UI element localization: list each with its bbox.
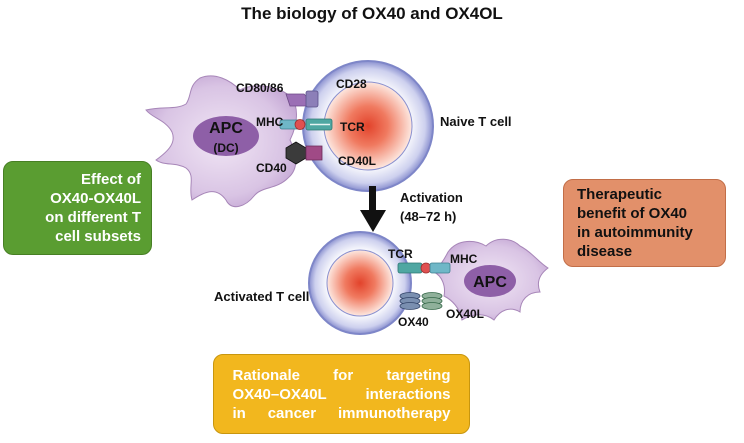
rationale-box: Rationale for targeting OX40–OX40L inter… — [213, 354, 470, 434]
cd40l-receptor-shape — [305, 145, 323, 161]
mhc-receptor-shape-bottom — [429, 262, 451, 274]
activated-t-cell-nucleus — [326, 249, 394, 317]
cd80-86-label: CD80/86 — [236, 81, 284, 95]
apc-top-nucleus — [193, 116, 259, 156]
bottom-synapse-molecules — [397, 262, 451, 310]
therapeutic-line-2: benefit of OX40 — [577, 205, 688, 222]
effect-line-2: OX40-OX40L — [50, 190, 141, 207]
therapeutic-line-4: disease — [577, 243, 633, 260]
activated-t-cell — [308, 231, 412, 335]
apc-top-label: APC — [209, 120, 243, 137]
effect-line-1: Effect of — [81, 171, 141, 188]
top-synapse-molecules — [279, 90, 333, 165]
effect-box: Effect of OX40-OX40L on different T cell… — [3, 161, 152, 255]
tcr-label-top: TCR — [340, 120, 365, 134]
apc-top: APC (DC) — [145, 75, 297, 208]
rationale-line-3: in cancer immunotherapy — [232, 404, 451, 422]
rationale-line-1: Rationale for targeting — [232, 366, 451, 384]
cd40l-label: CD40L — [338, 154, 376, 168]
activation-duration-label: (48–72 h) — [400, 209, 456, 224]
naive-t-cell — [302, 60, 434, 192]
rationale-line-2: OX40–OX40L interactions — [232, 385, 451, 403]
apc-bottom-nucleus — [464, 265, 516, 297]
naive-t-cell-label: Naive T cell — [440, 114, 512, 129]
therapeutic-line-3: in autoimmunity — [577, 224, 693, 241]
antigen-peptide-shape-bottom — [420, 262, 432, 274]
therapeutic-box: Therapeutic benefit of OX40 in autoimmun… — [563, 179, 726, 267]
activation-label: Activation — [400, 190, 463, 205]
cd28-label: CD28 — [336, 77, 367, 91]
antigen-peptide-shape — [294, 119, 306, 130]
cd40-label: CD40 — [256, 161, 287, 175]
therapeutic-line-1: Therapeutic — [577, 186, 663, 203]
apc-bottom-label: APC — [473, 274, 507, 291]
tcr-receptor-shape-bottom — [397, 262, 423, 274]
ox40-label: OX40 — [398, 315, 429, 329]
apc-bottom: APC — [433, 238, 549, 321]
effect-line-3: on different T — [45, 209, 141, 226]
ox40-ox40l-complex — [399, 292, 443, 310]
mhc-label-top: MHC — [256, 115, 284, 129]
tcr-label-bottom: TCR — [388, 247, 413, 261]
cd28-receptor-shape — [305, 90, 319, 108]
activation-arrow — [360, 186, 386, 232]
apc-top-sublabel: (DC) — [213, 141, 238, 155]
activated-t-cell-label: Activated T cell — [214, 289, 309, 304]
effect-line-4: cell subsets — [55, 228, 141, 245]
ox40l-label: OX40L — [446, 307, 484, 321]
mhc-label-bottom: MHC — [450, 252, 478, 266]
diagram-title: The biology of OX40 and OX4OL — [241, 4, 503, 23]
